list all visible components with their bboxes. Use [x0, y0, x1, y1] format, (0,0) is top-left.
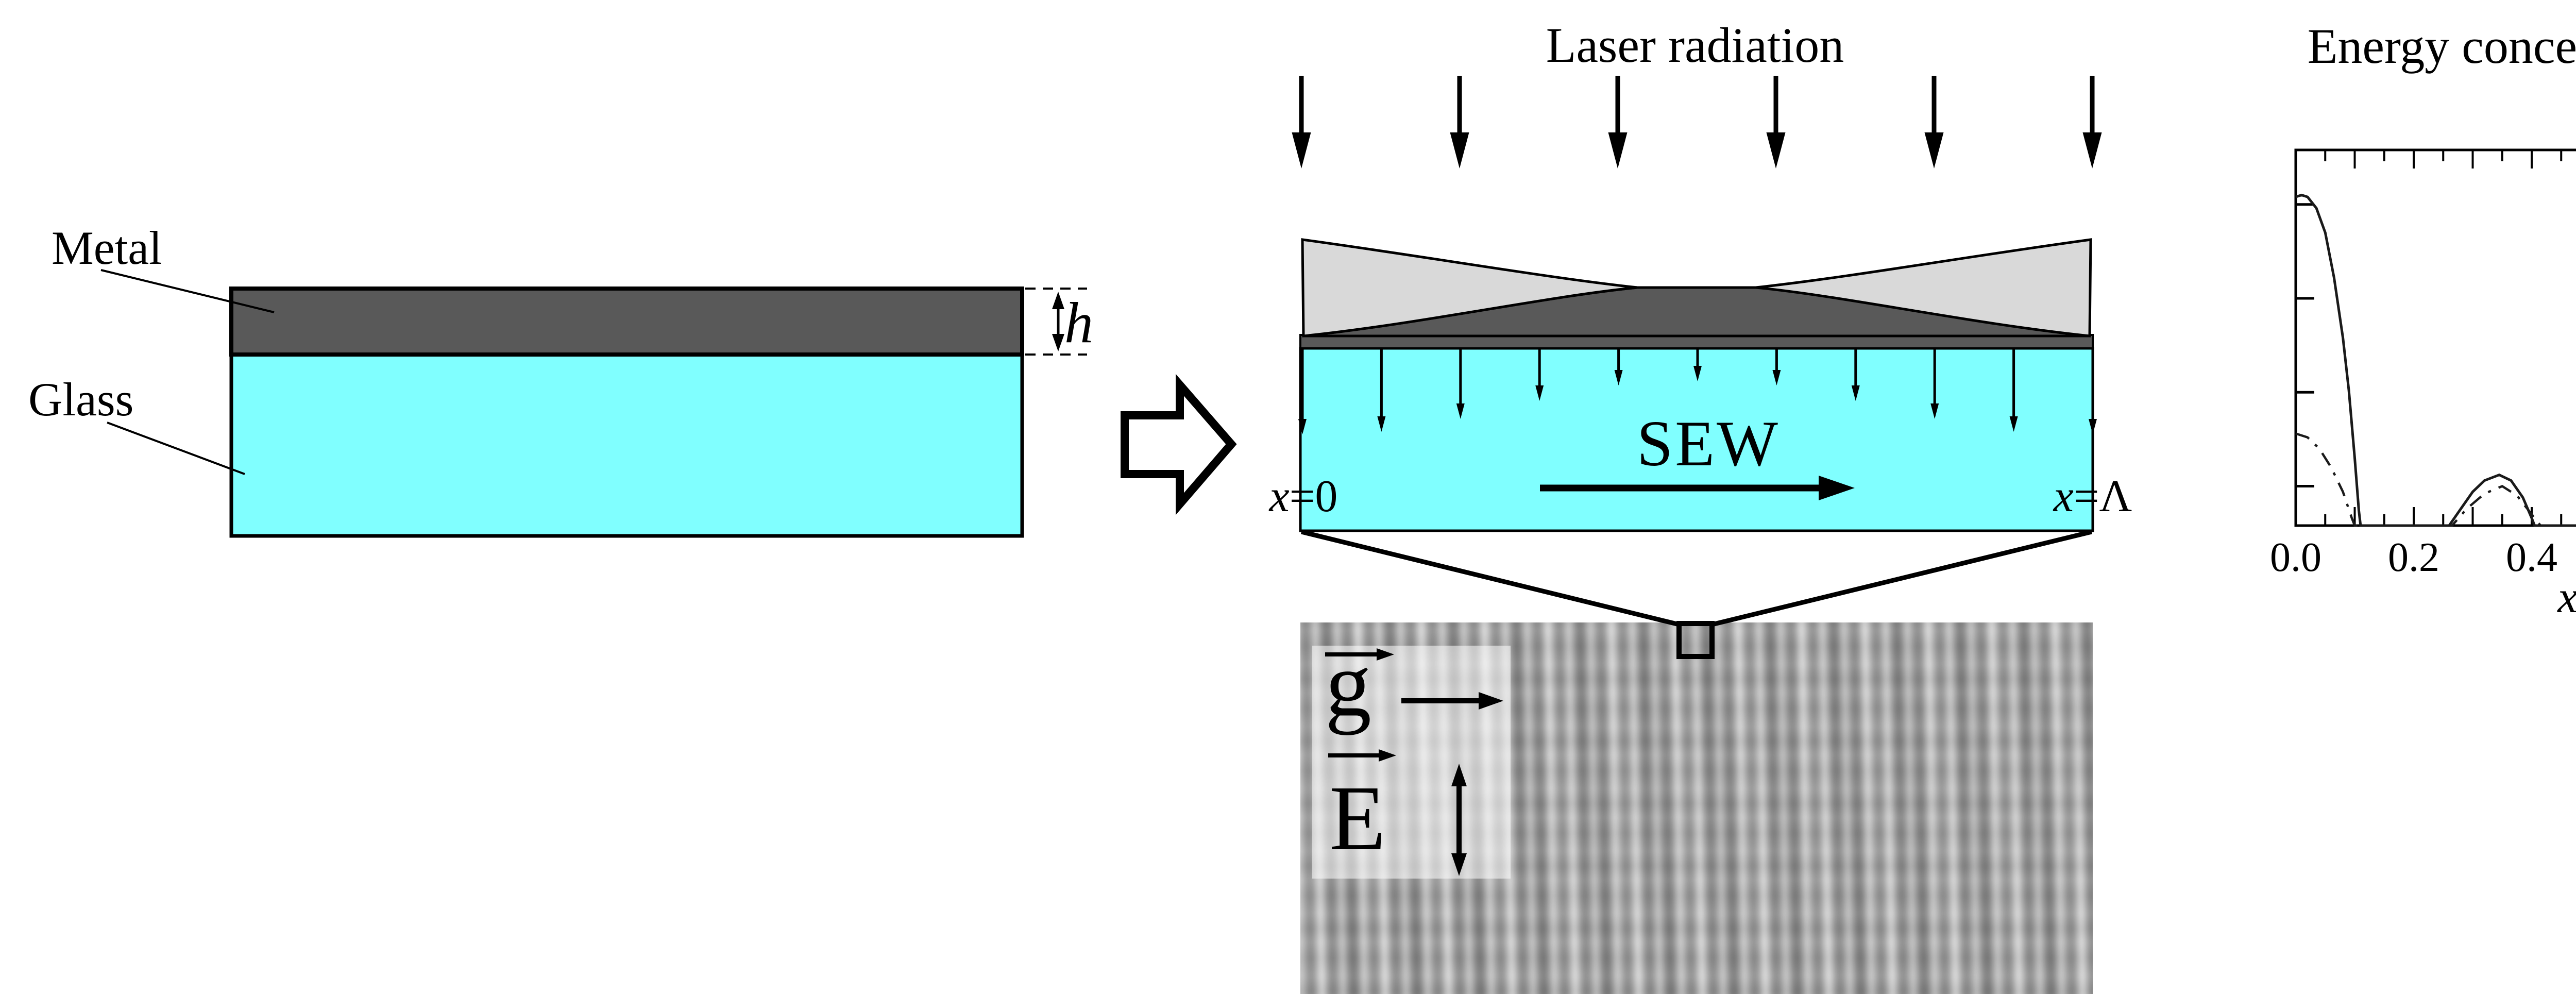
arrow-head-icon	[1052, 334, 1064, 351]
thickness-dimension: h	[1025, 288, 1093, 356]
x-tick-label: 0.0	[2270, 535, 2321, 580]
arrow-head-icon	[1608, 132, 1628, 169]
field-vector-label: E	[1329, 767, 1386, 869]
zoom-region-marker	[1676, 621, 1715, 659]
plot-frame	[2294, 148, 2576, 527]
x-tick-label: 0.4	[2506, 535, 2557, 580]
arrow-head-icon	[1451, 764, 1467, 786]
laser-radiation-arrows	[1292, 76, 2102, 169]
arrow-head-icon	[1772, 370, 1781, 385]
arrow-head-icon	[1379, 749, 1396, 762]
funnel-line-right	[1711, 529, 2093, 627]
micrograph-inset: g E	[1312, 633, 1511, 879]
laser-radiation-label: Laser radiation	[1546, 18, 1844, 73]
funnel-line-left	[1300, 529, 1680, 627]
arrow-head-icon	[1614, 370, 1623, 385]
arrow-head-icon	[2089, 419, 2097, 434]
transform-block-arrow-icon	[1121, 374, 1237, 515]
film-wedge-right	[1755, 238, 2092, 338]
x-axis-label: x/Λ	[2556, 572, 2576, 622]
metal-leader-line	[100, 269, 275, 313]
glass-leader-line	[107, 422, 245, 475]
thickness-label: h	[1064, 291, 1093, 355]
plot-title: Energy concentration of SEW	[2308, 19, 2576, 74]
arrow-head-icon	[2082, 132, 2102, 169]
inset-background	[1312, 646, 1511, 879]
curve-dash-dot	[2295, 432, 2576, 527]
arrow-head-icon	[1451, 853, 1467, 876]
x-var: x	[1268, 471, 1290, 521]
x-end-label: x=Λ	[2053, 471, 2132, 521]
middle-panel: Laser radiation SEW x=0 x=Λ	[1268, 18, 2132, 659]
arrow-head-icon	[1924, 132, 1944, 169]
arrow-head-icon	[1851, 385, 1860, 401]
x-axis-var: x	[2556, 572, 2576, 622]
arrow-head-icon	[1766, 132, 1786, 169]
left-panel: Metal Glass h	[28, 222, 1093, 538]
metal-label: Metal	[52, 222, 162, 274]
arrow-head-icon	[1535, 385, 1544, 401]
arrow-head-icon	[1298, 419, 1307, 434]
inset-vector-arrows	[1325, 648, 1503, 876]
arrow-head-icon	[1819, 476, 1855, 500]
sew-propagation-arrow-icon	[1540, 476, 1855, 500]
plot-curves	[2295, 193, 2576, 527]
arrow-head-icon	[1292, 132, 1311, 169]
arrow-head-icon	[1450, 132, 1469, 169]
glass-substrate	[229, 352, 1024, 538]
curve-solid	[2295, 193, 2576, 527]
x-var: x	[2053, 471, 2074, 521]
thickness-double-arrow-icon	[1052, 292, 1064, 351]
plot-axis-ticks	[2296, 150, 2563, 526]
film-wedge-left	[1301, 238, 1638, 338]
x-start-label: x=0	[1268, 471, 1338, 521]
arrow-head-icon	[2009, 416, 2018, 432]
energy-plot: Energy concentration of SEW 0.00.20.40.6…	[2270, 19, 2576, 622]
glass-label: Glass	[28, 373, 133, 426]
arrow-head-icon	[1693, 366, 1702, 381]
arrow-head-icon	[1456, 403, 1465, 419]
sew-label: SEW	[1637, 408, 1780, 480]
plot-x-tick-labels: 0.00.20.40.60.81.0	[2270, 535, 2557, 580]
x-tick-label: 0.2	[2388, 535, 2439, 580]
arrow-head-icon	[1377, 416, 1386, 432]
glass-block	[1299, 347, 2094, 532]
x-start-suffix: =0	[1290, 471, 1338, 521]
arrow-head-icon	[1479, 692, 1503, 710]
arrow-head-icon	[1052, 292, 1064, 309]
grating-vector-label: g	[1325, 633, 1371, 735]
arrow-head-icon	[1930, 403, 1939, 419]
x-end-suffix: =Λ	[2074, 471, 2132, 521]
metal-film	[229, 287, 1024, 357]
arrow-head-icon	[1377, 648, 1394, 661]
evanescent-field-arrows	[1298, 349, 2097, 434]
